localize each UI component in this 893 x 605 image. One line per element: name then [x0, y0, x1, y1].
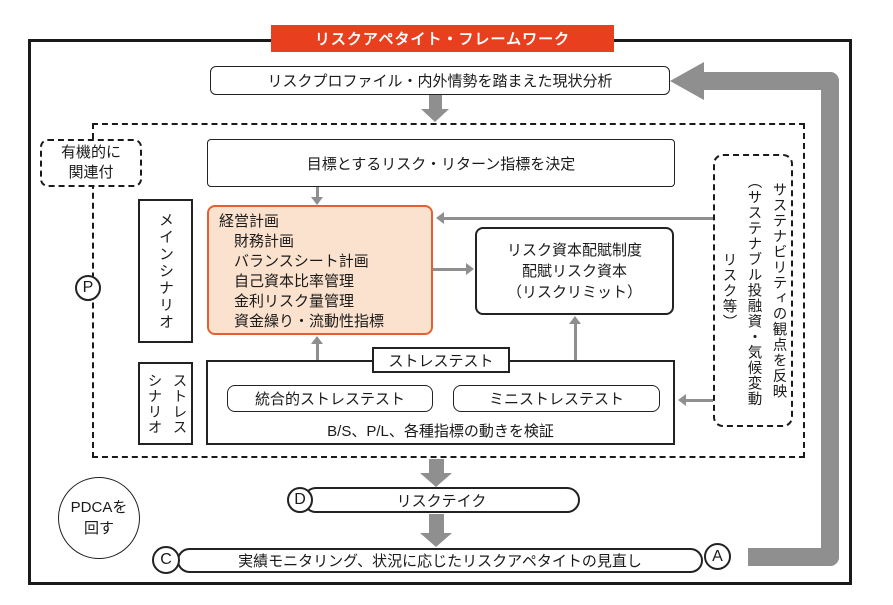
pdca-circle: PDCAを 回す: [58, 477, 140, 559]
arrow-analysis-down-body: [429, 95, 442, 110]
arrow-to-monitoring-body: [429, 514, 444, 534]
arrow-stress-to-riskcapital-head-icon: [568, 316, 581, 324]
main-scenario-box: メインシナリオ: [138, 199, 193, 343]
arrow-to-risktake-body: [429, 459, 444, 474]
stress-scenario-box: ストレス シナリオ: [138, 362, 193, 445]
arrow-plan-to-riskcapital-head-icon: [466, 262, 474, 275]
arrow-sustainability-to-plan-head-icon: [436, 211, 444, 224]
arrow-stress-to-plan-head-icon: [311, 336, 323, 344]
arrow-stress-to-plan-line: [316, 344, 319, 360]
loop-arrowhead-icon: [670, 62, 704, 100]
loop-arrow-bottom-bar: [748, 548, 839, 566]
loop-arrow-top-bar: [702, 72, 839, 90]
a-badge: A: [704, 543, 731, 570]
risk-take-pill: リスクテイク: [303, 487, 580, 513]
arrow-plan-to-riskcapital-line: [433, 267, 466, 271]
risk-capital-box: リスク資本配賦制度 配賦リスク資本 （リスクリミット）: [475, 227, 674, 315]
arrow-sustainability-to-stress-head-icon: [678, 393, 686, 406]
c-badge: C: [152, 546, 180, 574]
arrow-target-to-plan-line: [316, 187, 319, 198]
sustainability-label: サステナビリティの観点を反映 （サステナブル投融資・気候変動 リスク等）: [720, 174, 787, 407]
stress-test-tag: ストレステスト: [372, 347, 510, 373]
arrow-target-to-plan-head-icon: [311, 197, 323, 205]
d-badge: D: [287, 487, 313, 513]
arrow-analysis-down-head-icon: [421, 109, 449, 122]
p-badge: P: [75, 275, 101, 301]
main-scenario-label: メインシナリオ: [157, 211, 174, 331]
arrow-to-monitoring-head-icon: [420, 533, 452, 547]
sustainability-box: サステナビリティの観点を反映 （サステナブル投融資・気候変動 リスク等）: [713, 154, 793, 427]
arrow-stress-to-riskcapital-line: [573, 324, 577, 360]
arrow-sustainability-to-stress-line: [686, 398, 713, 402]
monitoring-pill: 実績モニタリング、状況に応じたリスクアペタイトの見直し: [177, 548, 703, 573]
organic-link-note: 有機的に 関連付: [40, 139, 142, 187]
analysis-box: リスクプロファイル・内外情勢を踏まえた現状分析: [210, 66, 670, 95]
management-plan-box: 経営計画 財務計画 バランスシート計画 自己資本比率管理 金利リスク量管理 資金…: [207, 205, 433, 335]
loop-arrow-right-bar: [821, 72, 839, 566]
title-banner: リスクアペタイト・フレームワーク: [271, 25, 614, 52]
target-indicator-box: 目標とするリスク・リターン指標を決定: [207, 139, 675, 187]
arrow-sustainability-to-plan-line: [443, 216, 713, 220]
arrow-to-risktake-head-icon: [420, 473, 452, 487]
integrated-stress-pill: 統合的ストレステスト: [227, 385, 433, 412]
verify-text: B/S、P/L、各種指標の動きを検証: [327, 423, 554, 440]
stress-scenario-label: ストレス シナリオ: [145, 372, 187, 435]
mini-stress-pill: ミニストレステスト: [453, 385, 660, 412]
